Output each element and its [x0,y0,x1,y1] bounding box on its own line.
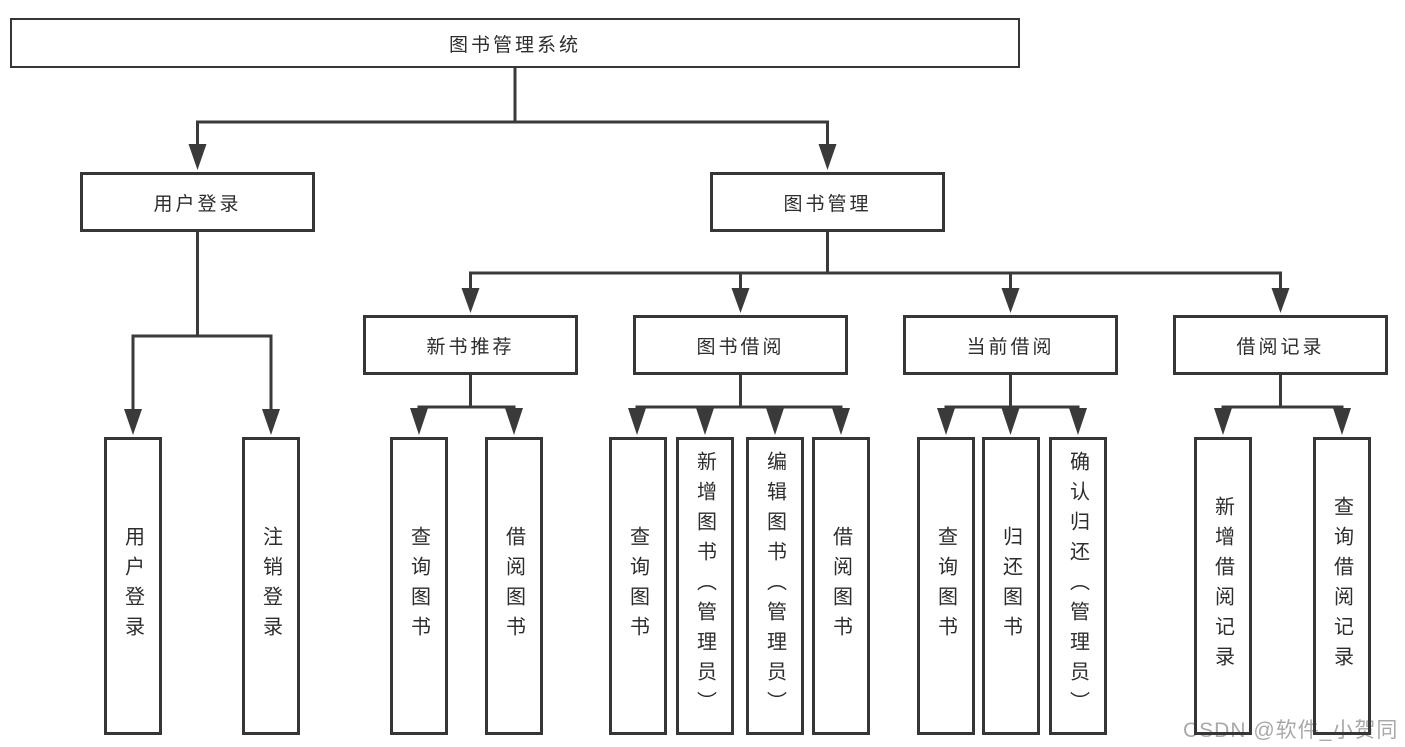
connector-user-login-bar [131,334,273,410]
arrowhead-leaf-user-login [124,409,142,435]
leaf-nb-borrow-book: 借阅图书 [485,437,543,735]
leaf-logout: 注销登录 [242,437,300,735]
arrowhead-br-add [1214,408,1232,435]
leaf-cb-query-book: 查询图书 [917,437,975,735]
arrowhead-br-query [1333,408,1351,435]
leaf-nb-query-book: 查询图书 [390,437,448,735]
arrowhead-nb-query [410,408,428,435]
arrowhead-book-management [818,144,837,170]
arrowhead-leaf-logout [262,409,280,435]
arrowhead-bb-edit [766,408,784,435]
arrowhead-nb-borrow [505,408,523,435]
node-library-management-system: 图书管理系统 [10,18,1020,68]
arrowhead-cb-return [1001,408,1020,435]
arrowhead-borrow-record [1271,288,1290,313]
leaf-bb-edit-book-admin: 编辑图书（管理员） [746,437,804,735]
node-new-book-recommend: 新书推荐 [363,315,578,375]
arrowhead-user-login [188,144,207,170]
arrowhead-cb-confirm [1069,408,1087,435]
leaf-bb-query-book: 查询图书 [609,437,667,735]
arrowhead-book-borrow [731,288,750,313]
node-book-management: 图书管理 [710,172,945,232]
leaf-br-query-record: 查询借阅记录 [1313,437,1371,735]
leaf-cb-return-book: 归还图书 [982,437,1040,735]
node-book-borrow: 图书借阅 [633,315,848,375]
leaf-bb-borrow-book: 借阅图书 [812,437,870,735]
leaf-user-login: 用户登录 [104,437,162,735]
connector-book-management-midstems [739,273,1012,290]
leaf-cb-confirm-return-admin: 确认归还（管理员） [1049,437,1107,735]
leaf-bb-add-book-admin: 新增图书（管理员） [676,437,734,735]
connector-book-borrow-bar [635,405,843,409]
node-current-borrow: 当前借阅 [903,315,1118,375]
arrowhead-current-borrow [1001,288,1020,313]
arrowhead-cb-query [937,408,955,435]
connector-borrow-record-bar [1221,405,1344,409]
connector-root-bar [196,120,829,146]
arrowhead-bb-add [696,408,714,435]
arrowhead-bb-borrow [832,408,850,435]
node-user-login: 用户登录 [80,172,315,232]
node-borrow-record: 借阅记录 [1173,315,1388,375]
arrowhead-bb-query [628,408,646,435]
connector-new-book-bar [417,405,516,409]
arrowhead-new-book-recommend [461,288,480,313]
leaf-br-add-record: 新增借阅记录 [1194,437,1252,735]
connector-book-management-bar [469,271,1282,290]
